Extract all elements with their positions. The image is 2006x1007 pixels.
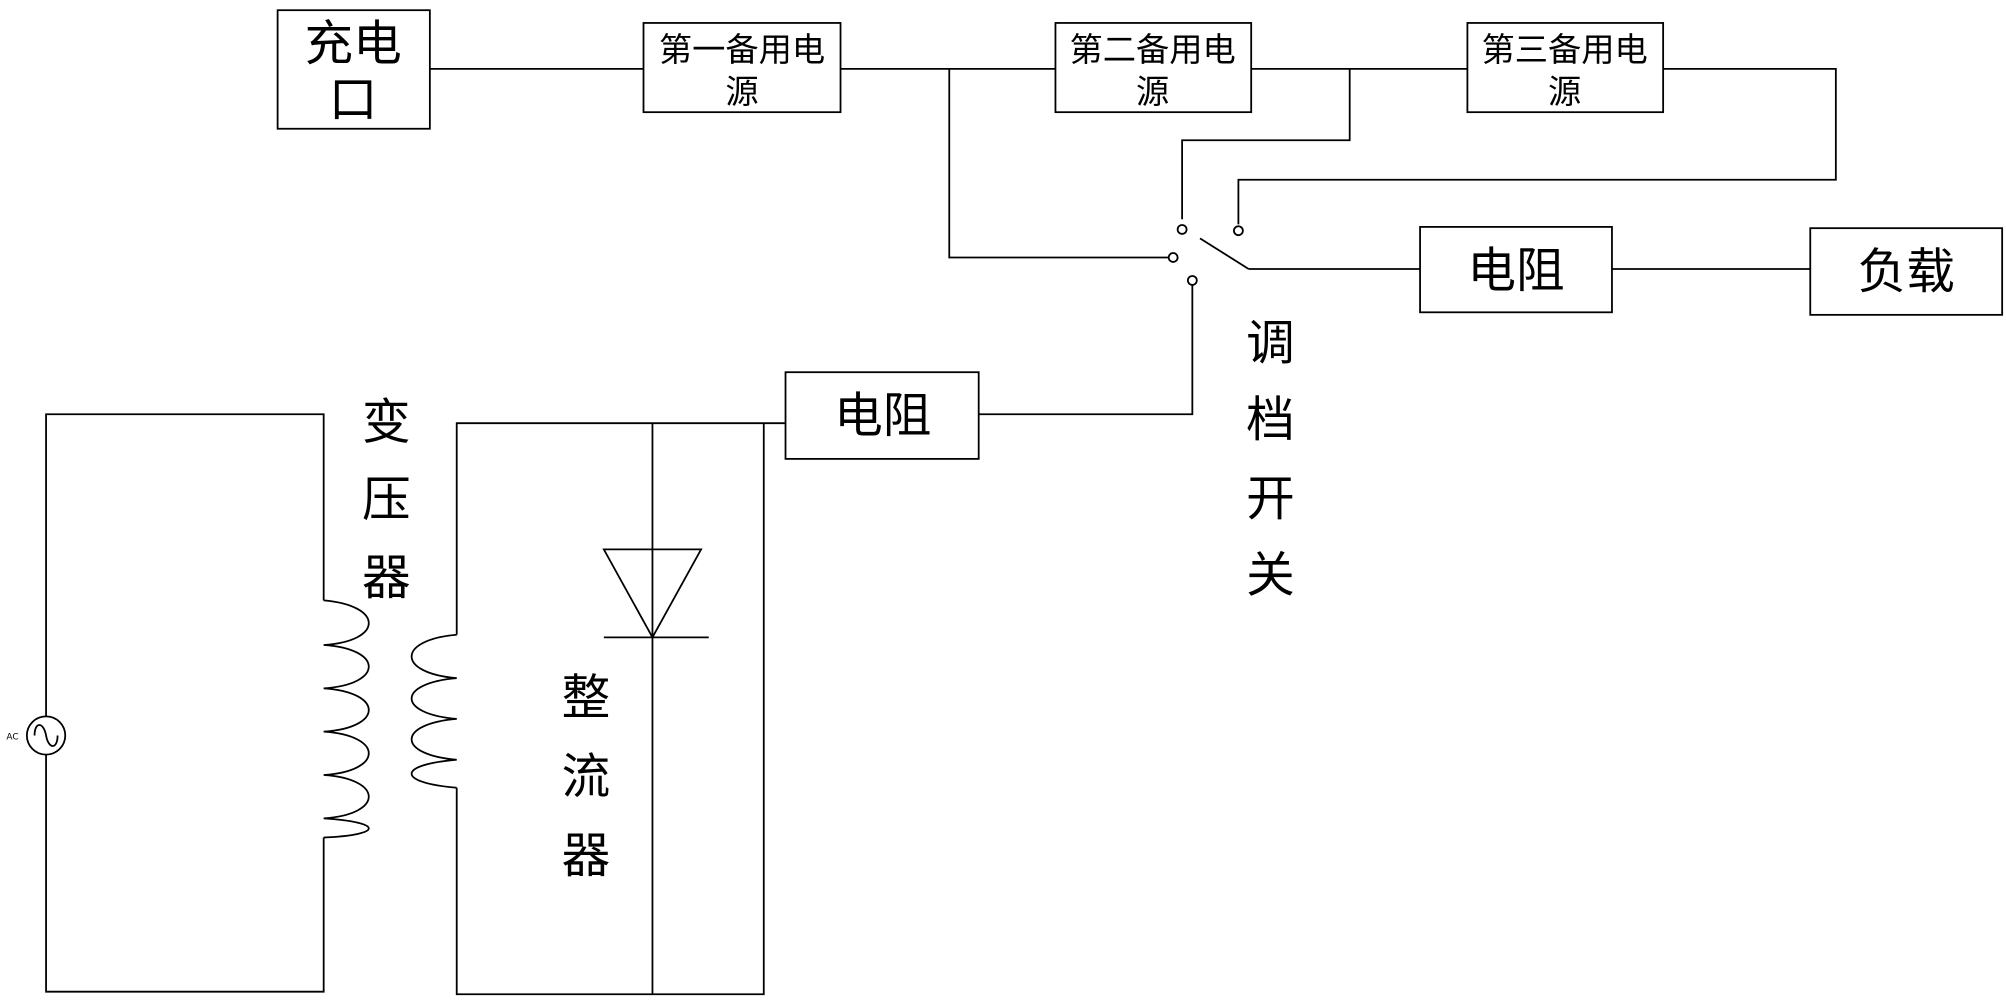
- backup-power-2-box: 第二备用电 源: [1054, 22, 1253, 114]
- diode-icon: [602, 548, 703, 640]
- backup-power-3-label-1: 第三备用电: [1482, 30, 1648, 69]
- primary-circuit: AC: [6, 413, 370, 993]
- svg-text:流: 流: [562, 749, 611, 805]
- switch-contact-charge: [1186, 275, 1198, 286]
- primary-coil-icon: [323, 599, 370, 839]
- svg-text:档: 档: [1246, 392, 1295, 448]
- svg-text:整: 整: [562, 670, 611, 726]
- backup-power-2-label-2: 源: [1136, 72, 1169, 111]
- secondary-circuit: [410, 422, 786, 996]
- svg-text:电阻: 电阻: [1467, 243, 1564, 299]
- resistor-bottom-box: 电阻: [784, 371, 980, 460]
- selector-switch: [978, 224, 1421, 416]
- svg-text:调: 调: [1246, 316, 1295, 372]
- charging-port-label-1: 充电: [304, 16, 401, 72]
- switch-arm: [1199, 237, 1250, 270]
- transformer-label: 变 压 器: [362, 395, 411, 606]
- backup-power-1-label-1: 第一备用电: [659, 30, 825, 69]
- resistor-top-box: 电阻: [1419, 226, 1613, 314]
- svg-text:关: 关: [1246, 548, 1295, 604]
- charging-port-label-2: 口: [329, 72, 378, 128]
- charging-port-box: 充电 口: [276, 9, 431, 130]
- svg-text:电阻: 电阻: [834, 388, 931, 444]
- switch-contact-2: [1176, 224, 1188, 235]
- svg-text:开: 开: [1246, 471, 1295, 527]
- switch-contact-1: [1167, 252, 1179, 263]
- backup-power-3-label-2: 源: [1548, 72, 1581, 111]
- backup-power-1-label-2: 源: [725, 72, 758, 111]
- svg-text:器: 器: [562, 828, 611, 884]
- backup-power-1-box: 第一备用电 源: [642, 22, 842, 114]
- switch-contact-3: [1233, 225, 1244, 237]
- svg-text:负载: 负载: [1858, 244, 1955, 300]
- top-wires: [429, 67, 1837, 259]
- rectifier-label: 整 流 器: [562, 670, 611, 884]
- backup-power-2-label-1: 第二备用电: [1070, 30, 1236, 69]
- load-box: 负载: [1809, 227, 2004, 316]
- secondary-coil-icon: [410, 633, 457, 789]
- svg-text:变: 变: [362, 395, 411, 451]
- svg-text:AC: AC: [6, 732, 18, 742]
- backup-power-3-box: 第三备用电 源: [1466, 22, 1665, 114]
- svg-text:器: 器: [362, 550, 411, 606]
- svg-text:压: 压: [362, 472, 411, 528]
- switch-label: 调 档 开 关: [1246, 316, 1295, 604]
